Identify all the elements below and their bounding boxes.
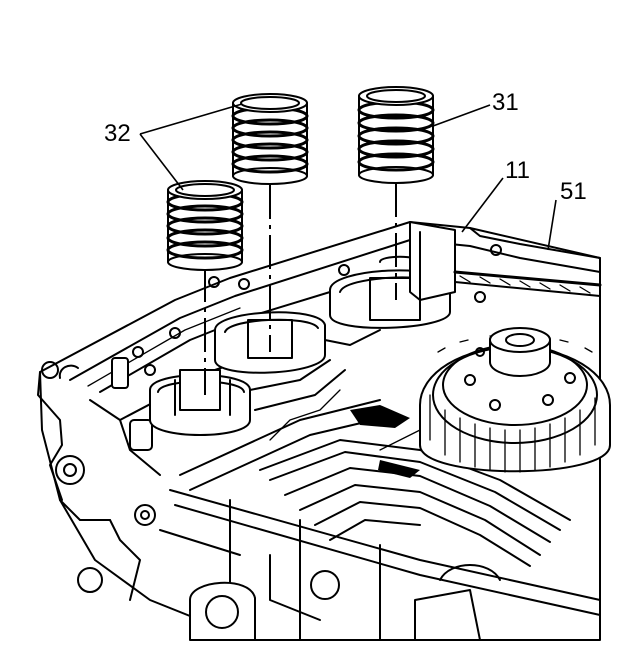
- accumulator-spring-icon: [357, 86, 435, 184]
- callout-31: 31: [492, 89, 519, 116]
- accumulator-spring-icon: [231, 93, 309, 185]
- spring-center-lines: [204, 183, 397, 395]
- accumulator-spring-right: [357, 86, 435, 184]
- leader-lines: [139, 103, 557, 251]
- accumulator-spring-left: [166, 180, 244, 271]
- callout-32: 32: [104, 120, 131, 147]
- drive-sprocket-icon: [419, 327, 611, 473]
- callout-51: 51: [560, 178, 587, 205]
- callout-11: 11: [505, 157, 530, 184]
- transmission-case-icon: [37, 221, 602, 641]
- accumulator-spring-icon: [166, 180, 244, 271]
- accumulator-spring-middle: [231, 93, 309, 185]
